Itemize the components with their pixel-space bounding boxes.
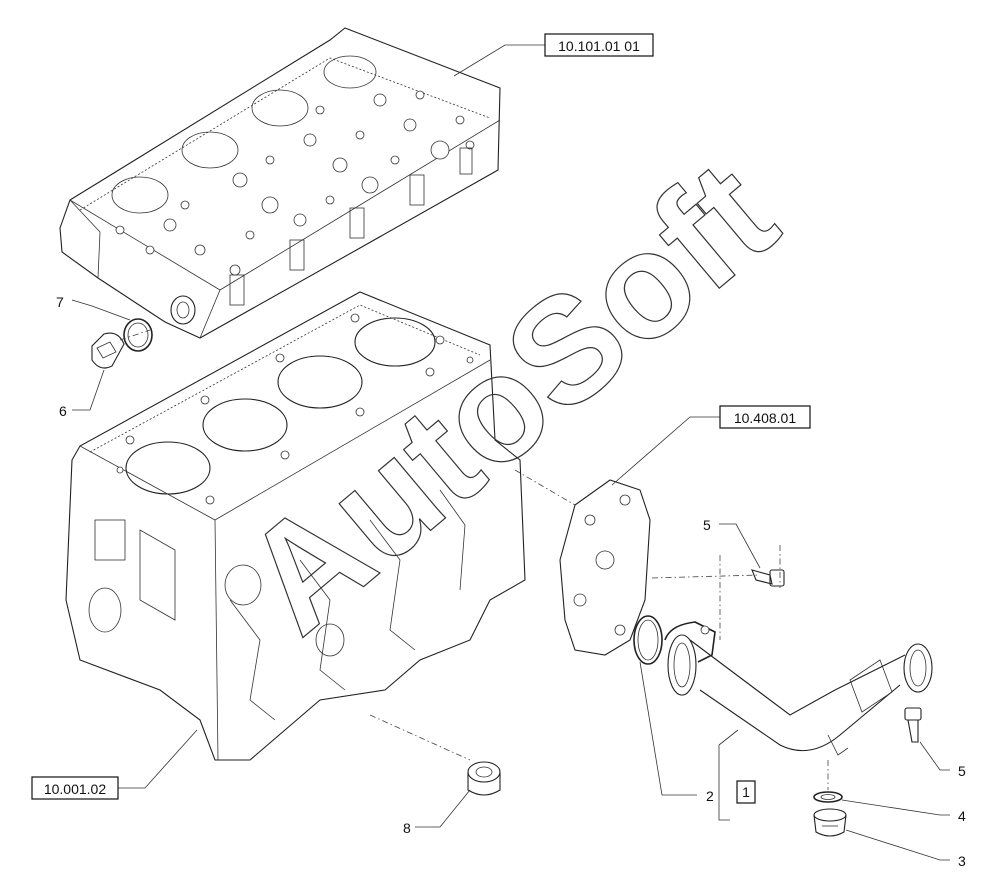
callout-5-lower: 5 — [958, 763, 966, 779]
plug-3 — [813, 808, 847, 837]
seal-ring-2 — [633, 615, 663, 665]
coolant-pipe — [664, 621, 933, 756]
plug-6 — [91, 332, 125, 369]
ref-box-cylinder-head: 10.101.01 01 — [544, 33, 654, 57]
ref-label-cylinder-head: 10.101.01 01 — [558, 38, 640, 54]
callout-8: 8 — [403, 820, 411, 836]
callout-5-upper: 5 — [703, 517, 711, 533]
bolt-5-lower — [904, 707, 922, 743]
callout-3: 3 — [958, 853, 966, 869]
cylinder-head — [59, 27, 501, 339]
callout-1: 1 — [742, 784, 750, 800]
engine-block — [65, 291, 526, 761]
callout-4: 4 — [958, 808, 966, 824]
ref-box-cover: 10.408.01 — [719, 405, 811, 429]
ref-label-engine-block: 10.001.02 — [44, 781, 106, 797]
callout-1-box: 1 — [736, 780, 756, 804]
callout-6: 6 — [59, 403, 67, 419]
alignment-lines — [119, 329, 829, 790]
watermark-text: AutoSoft — [213, 129, 806, 665]
ref-box-engine-block: 10.001.02 — [31, 776, 119, 800]
seal-ring-7 — [123, 318, 153, 352]
ref-label-cover: 10.408.01 — [734, 410, 796, 426]
washer-4 — [813, 791, 843, 803]
callout-2: 2 — [706, 788, 714, 804]
callout-7: 7 — [56, 294, 64, 310]
leader-lines — [71, 44, 950, 861]
thermostat-cover — [559, 479, 651, 656]
plug-8 — [467, 761, 501, 796]
bolt-5-upper — [751, 569, 785, 587]
